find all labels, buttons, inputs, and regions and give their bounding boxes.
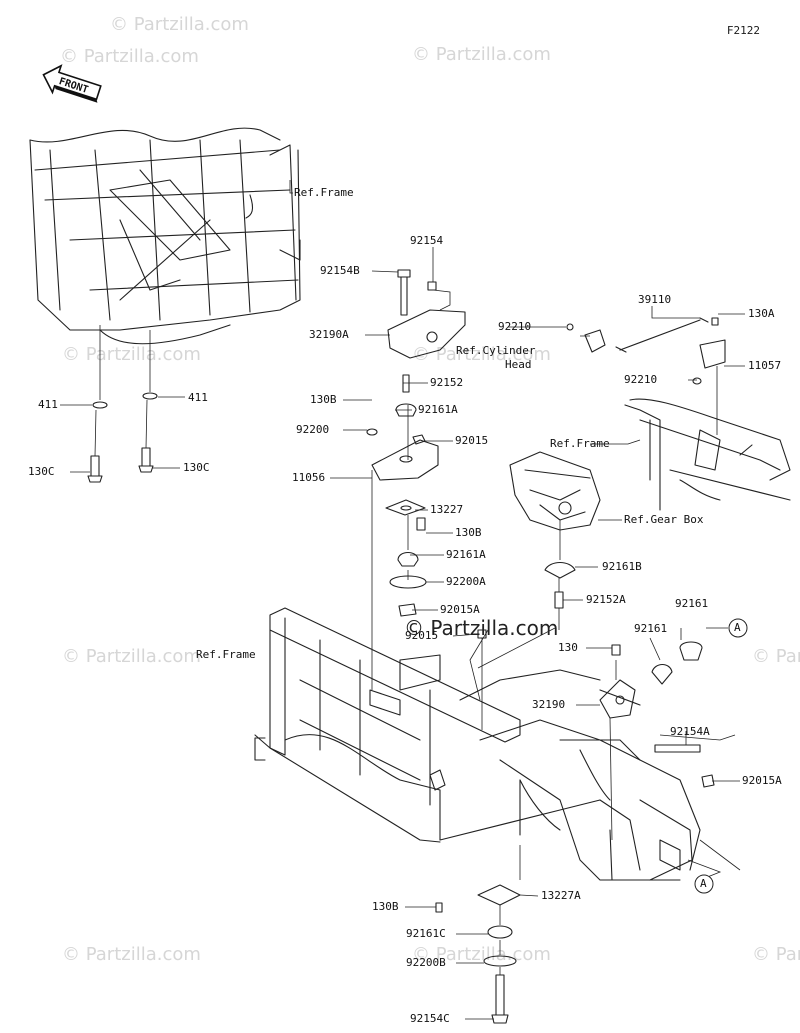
callout-130A: 130A: [748, 307, 775, 320]
callout-130B: 130B: [310, 393, 337, 406]
callout-92154C: 92154C: [410, 1012, 450, 1025]
damper-92161: [651, 663, 673, 685]
callout-13227: 13227: [430, 503, 464, 516]
frame-lower: [254, 607, 701, 881]
bracket-32190: [599, 679, 636, 719]
frame-upper-right: [624, 398, 791, 511]
callout-ref-frame: Ref.Frame: [550, 437, 610, 450]
watermark: © Partzilla.com: [412, 44, 551, 65]
callout-ref-cylinder-head: Head: [505, 358, 532, 371]
callout-92161: 92161: [675, 597, 709, 610]
joint-92210: [584, 329, 606, 353]
washer-411-right: [142, 392, 158, 400]
bracket-11057: [699, 339, 726, 369]
nut-92015A-right: [701, 774, 715, 788]
callout-92161B: 92161B: [602, 560, 642, 573]
bolt-92154A: [654, 744, 701, 753]
callout-92154B: 92154B: [320, 264, 360, 277]
reference-a-circle-top: [728, 618, 748, 638]
callout-92152: 92152: [430, 376, 464, 389]
callout-92154: 92154: [410, 234, 444, 247]
callout-ref-cylinder-head: Ref.Cylinder: [456, 344, 536, 357]
callout-411: 411: [188, 391, 208, 404]
callout-92210: 92210: [498, 320, 532, 333]
callout-411: 411: [38, 398, 58, 411]
callout-11056: 11056: [292, 471, 326, 484]
bracket-11056: [371, 439, 439, 481]
callout-92210: 92210: [624, 373, 658, 386]
callout-92161A: 92161A: [418, 403, 458, 416]
callout-13227A: 13227A: [541, 889, 581, 902]
watermark-center: © Partzilla.com: [404, 616, 559, 640]
plate-13227: [385, 499, 426, 516]
diagram-code: F2122: [726, 24, 760, 37]
circle-a-label: A: [700, 877, 707, 890]
callout-11057: 11057: [748, 359, 782, 372]
callout-92154A: 92154A: [670, 725, 710, 738]
callout-92015A: 92015A: [440, 603, 480, 616]
callout-92200A: 92200A: [446, 575, 486, 588]
damper-92161C: [487, 925, 513, 939]
collar-92152A: [554, 591, 564, 609]
bolt-130C-right: [141, 447, 151, 467]
frame-upper-left: [29, 127, 301, 345]
bolt-92154C: [495, 974, 505, 1016]
gear-box: [509, 451, 601, 531]
watermark: © Partzilla.com: [60, 46, 199, 67]
damper-92161A: [395, 403, 417, 417]
washer-411-left: [92, 401, 108, 409]
plate-13227A: [477, 884, 521, 906]
watermark: © Partzilla.com: [62, 344, 201, 365]
watermark: © Partzilla.com: [62, 646, 201, 667]
bolt-130B-bottom: [435, 902, 443, 913]
callout-ref-frame: Ref.Frame: [196, 648, 256, 661]
callout-39110: 39110: [638, 293, 672, 306]
callout-92161C: 92161C: [406, 927, 446, 940]
rod-39110: [619, 319, 701, 351]
reference-a-circle-bottom: [694, 874, 714, 894]
washer-92200B: [483, 955, 517, 967]
callout-92015: 92015: [455, 434, 489, 447]
callout-32190A: 32190A: [309, 328, 349, 341]
bolt-130: [611, 644, 621, 656]
callout-92161A: 92161A: [446, 548, 486, 561]
front-arrow-icon: FRONT: [42, 64, 102, 103]
bolt-130C-left: [90, 455, 100, 477]
callout-32190: 32190: [532, 698, 566, 711]
nut-92015-lower: [477, 629, 487, 639]
damper-92161A-lower: [397, 551, 419, 567]
callout-130B: 130B: [372, 900, 399, 913]
bolt-130B: [416, 517, 426, 531]
callout-92152A: 92152A: [586, 593, 626, 606]
bolt-92154B: [397, 269, 411, 316]
watermark: © Partzilla.com: [752, 944, 800, 965]
bolt-92154: [427, 281, 437, 291]
callout-92161: 92161: [634, 622, 668, 635]
watermark: © Partzilla.com: [110, 14, 249, 35]
callout-ref-gear-box: Ref.Gear Box: [624, 513, 704, 526]
circle-a-label: A: [734, 621, 741, 634]
washer-92200: [366, 428, 378, 436]
collar-92152: [402, 374, 410, 393]
watermark: © Partzilla.com: [62, 944, 201, 965]
damper-92161-upper: [679, 641, 703, 661]
nut-92015A: [398, 603, 417, 617]
watermark: © Partzilla.com: [752, 646, 800, 667]
callout-92015A: 92015A: [742, 774, 782, 787]
callout-130C: 130C: [28, 465, 55, 478]
callout-92200: 92200: [296, 423, 330, 436]
callout-92015: 92015: [405, 629, 439, 642]
callout-130C: 130C: [183, 461, 210, 474]
callout-130: 130: [558, 641, 578, 654]
leader-lines: [60, 180, 745, 1020]
bracket-32190A: [387, 309, 466, 359]
callout-92200B: 92200B: [406, 956, 446, 969]
damper-92161B: [544, 561, 576, 579]
watermark: © Partzilla.com: [412, 344, 551, 365]
callout-130B: 130B: [455, 526, 482, 539]
callout-ref-frame: Ref.Frame: [294, 186, 354, 199]
